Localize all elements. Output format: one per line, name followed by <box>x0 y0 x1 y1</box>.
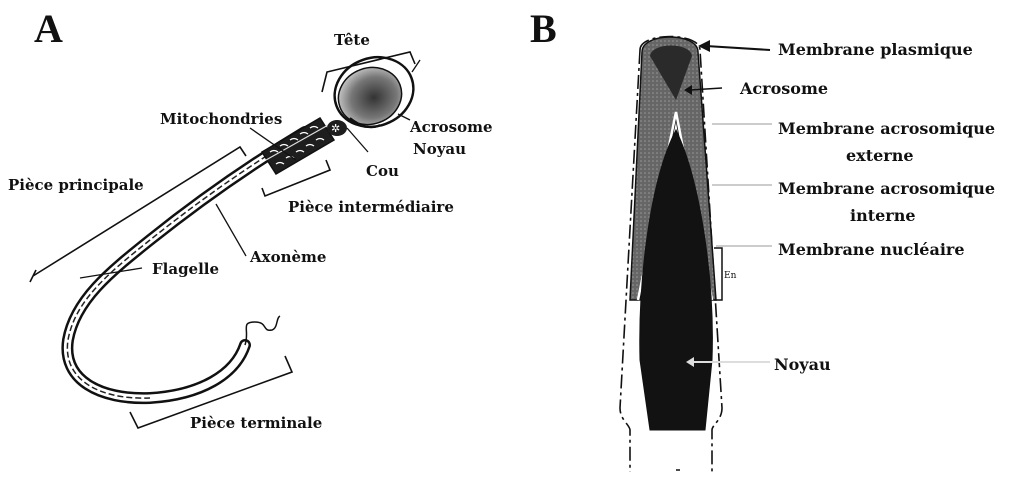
label-membrane-nucleaire: Membrane nucléaire <box>778 240 965 259</box>
panel-b: B En Membrane p <box>530 6 995 472</box>
label-acrosome-b: Acrosome <box>739 79 828 98</box>
sperm-neck: ✲ <box>327 120 347 136</box>
label-membrane-acrosomique-interne-2: interne <box>850 206 916 225</box>
label-flagelle: Flagelle <box>152 260 219 278</box>
panel-a-letter: A <box>34 6 63 51</box>
label-membrane-acrosomique-interne-1: Membrane acrosomique <box>778 179 995 198</box>
label-cou: Cou <box>366 162 399 180</box>
panel-a: A ✲ <box>8 6 493 432</box>
label-acrosome-a: Acrosome <box>409 118 493 136</box>
en-mark: En <box>724 271 737 281</box>
label-piece-principale: Pièce principale <box>8 176 144 194</box>
panel-b-letter: B <box>530 6 557 51</box>
label-tete: Tête <box>334 31 370 49</box>
label-membrane-acrosomique-externe-1: Membrane acrosomique <box>778 119 995 138</box>
label-membrane-plasmique: Membrane plasmique <box>778 40 973 59</box>
label-noyau-a: Noyau <box>413 140 466 158</box>
label-membrane-acrosomique-externe-2: externe <box>846 146 914 165</box>
svg-text:✲: ✲ <box>331 122 340 135</box>
label-piece-intermediaire: Pièce intermédiaire <box>288 198 454 216</box>
label-piece-terminale: Pièce terminale <box>190 414 322 432</box>
label-mitochondries: Mitochondries <box>160 110 282 128</box>
label-axoneme: Axonème <box>249 248 326 266</box>
label-noyau-b: Noyau <box>774 355 831 374</box>
